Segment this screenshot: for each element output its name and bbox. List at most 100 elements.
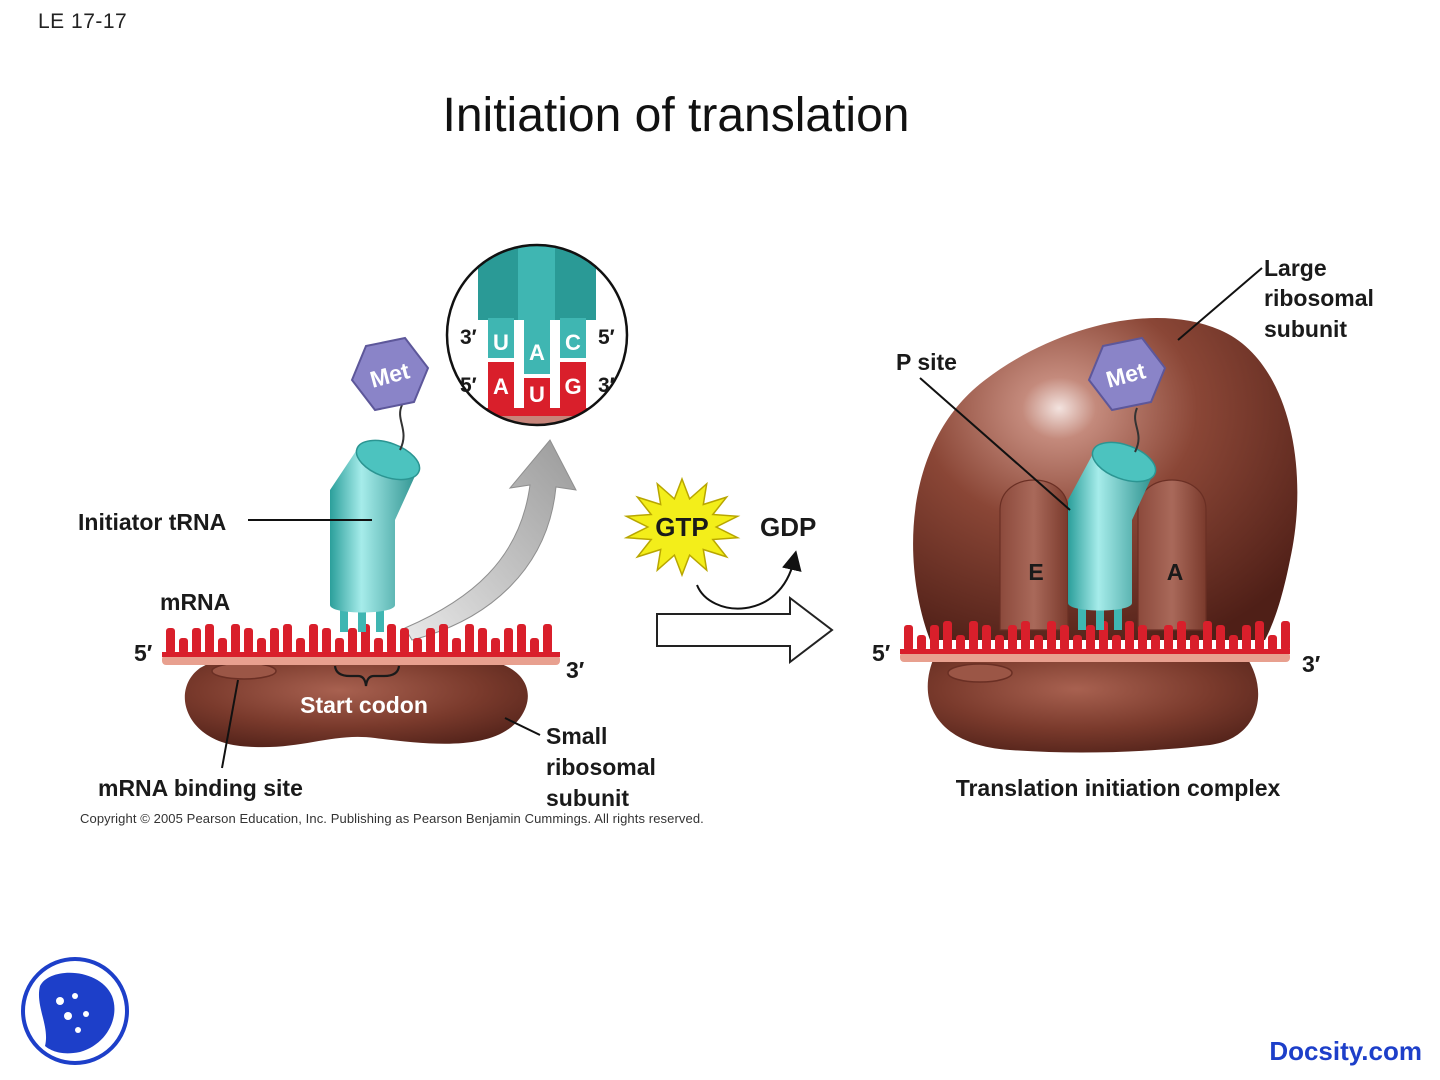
mrna-base — [1229, 635, 1238, 651]
three-prime-right: 3′ — [1302, 651, 1321, 677]
inset-anticodon-3: C — [565, 330, 581, 355]
mrna-base — [1242, 625, 1251, 651]
e-site — [999, 479, 1069, 631]
mrna-base — [283, 624, 292, 654]
large-subunit-leader — [1177, 267, 1263, 341]
slide-id: LE 17-17 — [38, 10, 128, 33]
copyright-notice: Copyright © 2005 Pearson Education, Inc.… — [80, 811, 704, 826]
mrna-base — [917, 635, 926, 651]
met-hexagon-right — [1087, 336, 1167, 412]
five-prime-right: 5′ — [872, 640, 891, 666]
mrna-base — [244, 628, 253, 654]
p-site-leader — [919, 377, 1071, 511]
mrna-base — [205, 624, 214, 654]
inset-bottom-right-end: 3′ — [598, 374, 615, 397]
mrna-base — [969, 621, 978, 651]
mrna-base — [218, 638, 227, 654]
three-prime-left: 3′ — [566, 657, 585, 683]
mrna-base — [309, 624, 318, 654]
complex-label: Translation initiation complex — [956, 775, 1281, 801]
zoom-arrow — [404, 439, 577, 641]
mrna-base — [439, 624, 448, 654]
mrna-base — [1151, 635, 1160, 651]
gtp-hydrolysis-arrow — [696, 550, 802, 610]
mrna-base — [374, 638, 383, 654]
a-site-label: A — [1167, 559, 1184, 585]
mrna-base — [943, 621, 952, 651]
mrna-base — [982, 625, 991, 651]
mrna-base — [1268, 635, 1277, 651]
large-subunit-label-3: subunit — [1264, 316, 1347, 342]
mrna-base — [1060, 625, 1069, 651]
initiator-trna-label: Initiator tRNA — [78, 509, 226, 535]
mrna-binding-site-label: mRNA binding site — [98, 775, 303, 801]
mrna-base — [904, 625, 913, 651]
large-subunit-label-2: ribosomal — [1264, 285, 1374, 311]
mrna-base — [478, 628, 487, 654]
gtp-label: GTP — [655, 512, 708, 542]
mrna-binding-site — [211, 662, 277, 680]
inset-codon-2: U — [529, 382, 545, 407]
mrna-base — [1203, 621, 1212, 651]
small-subunit-label-1: Small — [546, 723, 607, 749]
initiator-trna-right — [1068, 407, 1157, 630]
small-subunit-label-2: ribosomal — [546, 754, 656, 780]
mrna-base — [1255, 621, 1264, 651]
mrna-base — [517, 624, 526, 654]
inset-anticodon-2: A — [529, 340, 545, 365]
mrna-base — [179, 638, 188, 654]
inset-bottom-left-end: 5′ — [460, 374, 477, 397]
met-hexagon-left — [350, 336, 430, 412]
five-prime-left: 5′ — [134, 640, 153, 666]
reaction-arrow — [656, 595, 834, 665]
mrna-base — [1177, 621, 1186, 651]
mrna-base — [348, 628, 357, 654]
mrna-label: mRNA — [160, 589, 230, 615]
inset-codon-3: G — [564, 374, 581, 399]
mrna-strand-left — [162, 624, 560, 665]
inset-codon-1: A — [493, 374, 509, 399]
mrna-base — [452, 638, 461, 654]
mrna-base — [387, 624, 396, 654]
mrna-base — [504, 628, 513, 654]
mrna-base — [1047, 621, 1056, 651]
mrna-base — [1281, 621, 1290, 651]
mrna-base — [426, 628, 435, 654]
large-subunit-label-1: Large — [1264, 255, 1327, 281]
mrna-base — [956, 635, 965, 651]
mrna-base — [166, 628, 175, 654]
docsity-logo — [20, 956, 130, 1071]
mrna-base — [1073, 635, 1082, 651]
inset-anticodon-1: U — [493, 330, 509, 355]
mrna-base — [322, 628, 331, 654]
mrna-base — [530, 638, 539, 654]
mrna-strand-right — [900, 621, 1290, 662]
small-ribosomal-subunit-left — [184, 660, 528, 748]
mrna-base — [231, 624, 240, 654]
p-site-label: P site — [896, 349, 957, 375]
start-codon-label: Start codon — [300, 692, 428, 718]
mrna-base — [335, 638, 344, 654]
mrna-base — [296, 638, 305, 654]
mrna-base — [491, 638, 500, 654]
docsity-brand-link[interactable]: Docsity.com — [1269, 1036, 1422, 1066]
mrna-base — [995, 635, 1004, 651]
mrna-base — [1190, 635, 1199, 651]
gdp-label: GDP — [760, 512, 816, 542]
mrna-base — [400, 628, 409, 654]
mrna-base — [930, 625, 939, 651]
mrna-base — [1086, 625, 1095, 651]
mrna-base — [270, 628, 279, 654]
small-subunit-leader — [504, 717, 541, 736]
a-site — [1137, 479, 1207, 631]
mrna-base — [192, 628, 201, 654]
mrna-base — [1034, 635, 1043, 651]
mrna-base — [465, 624, 474, 654]
mrna-base — [1138, 625, 1147, 651]
mrna-base — [1164, 625, 1173, 651]
e-site-label: E — [1028, 559, 1043, 585]
start-codon-brace — [333, 665, 401, 687]
mrna-base — [543, 624, 552, 654]
mrna-base — [1216, 625, 1225, 651]
